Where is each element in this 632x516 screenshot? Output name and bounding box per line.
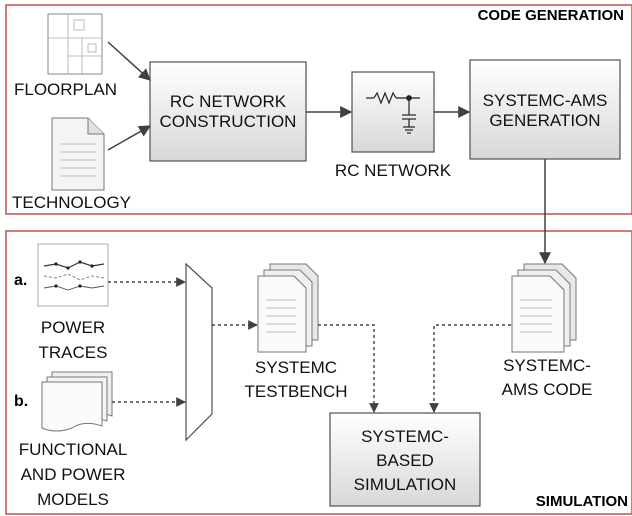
rc-circuit-icon (366, 91, 420, 134)
rc-network-label: RC NETWORK (334, 161, 452, 180)
waveform-plot-icon (37, 243, 109, 307)
technology-arrow (107, 125, 152, 151)
simulation-box (329, 412, 481, 507)
marker-a: a. (14, 272, 28, 289)
code-generation-frame (5, 4, 632, 215)
rc-network-box (351, 71, 435, 153)
simulation-frame (5, 230, 632, 515)
simulation-label: SYSTEMC- BASED SIMULATION (353, 427, 457, 494)
ams-code-to-simulation-arrow (429, 324, 511, 413)
testbench-document-icon (257, 263, 319, 353)
marker-b: b. (14, 393, 29, 410)
ams-code-document-icon (511, 263, 577, 353)
power-traces-label: POWER TRACES (38, 318, 108, 362)
stacked-document-icon (41, 371, 113, 432)
document-icon (51, 117, 105, 191)
testbench-label: SYSTEMC TESTBENCH (244, 358, 348, 401)
testbench-to-simulation-arrow (318, 324, 379, 413)
functional-models-label: FUNCTIONAL AND POWER MODELS (18, 440, 128, 509)
systemc-ams-generation-box (469, 59, 621, 160)
floorplan-label: FLOORPLAN (14, 80, 117, 99)
simulation-title: SIMULATION (535, 493, 628, 510)
multiplexer-shape (185, 262, 213, 442)
systemc-ams-generation-label: SYSTEMC-AMS GENERATION (482, 91, 608, 130)
rc-construction-label: RC NETWORK CONSTRUCTION (159, 92, 297, 131)
rc-construction-box (149, 61, 307, 162)
floorplan-grid-icon (47, 13, 103, 75)
technology-label: TECHNOLOGY (12, 193, 132, 212)
floorplan-arrow (107, 41, 151, 81)
code-generation-title: CODE GENERATION (477, 7, 624, 24)
ams-code-label: SYSTEMC- AMS CODE (501, 356, 593, 399)
